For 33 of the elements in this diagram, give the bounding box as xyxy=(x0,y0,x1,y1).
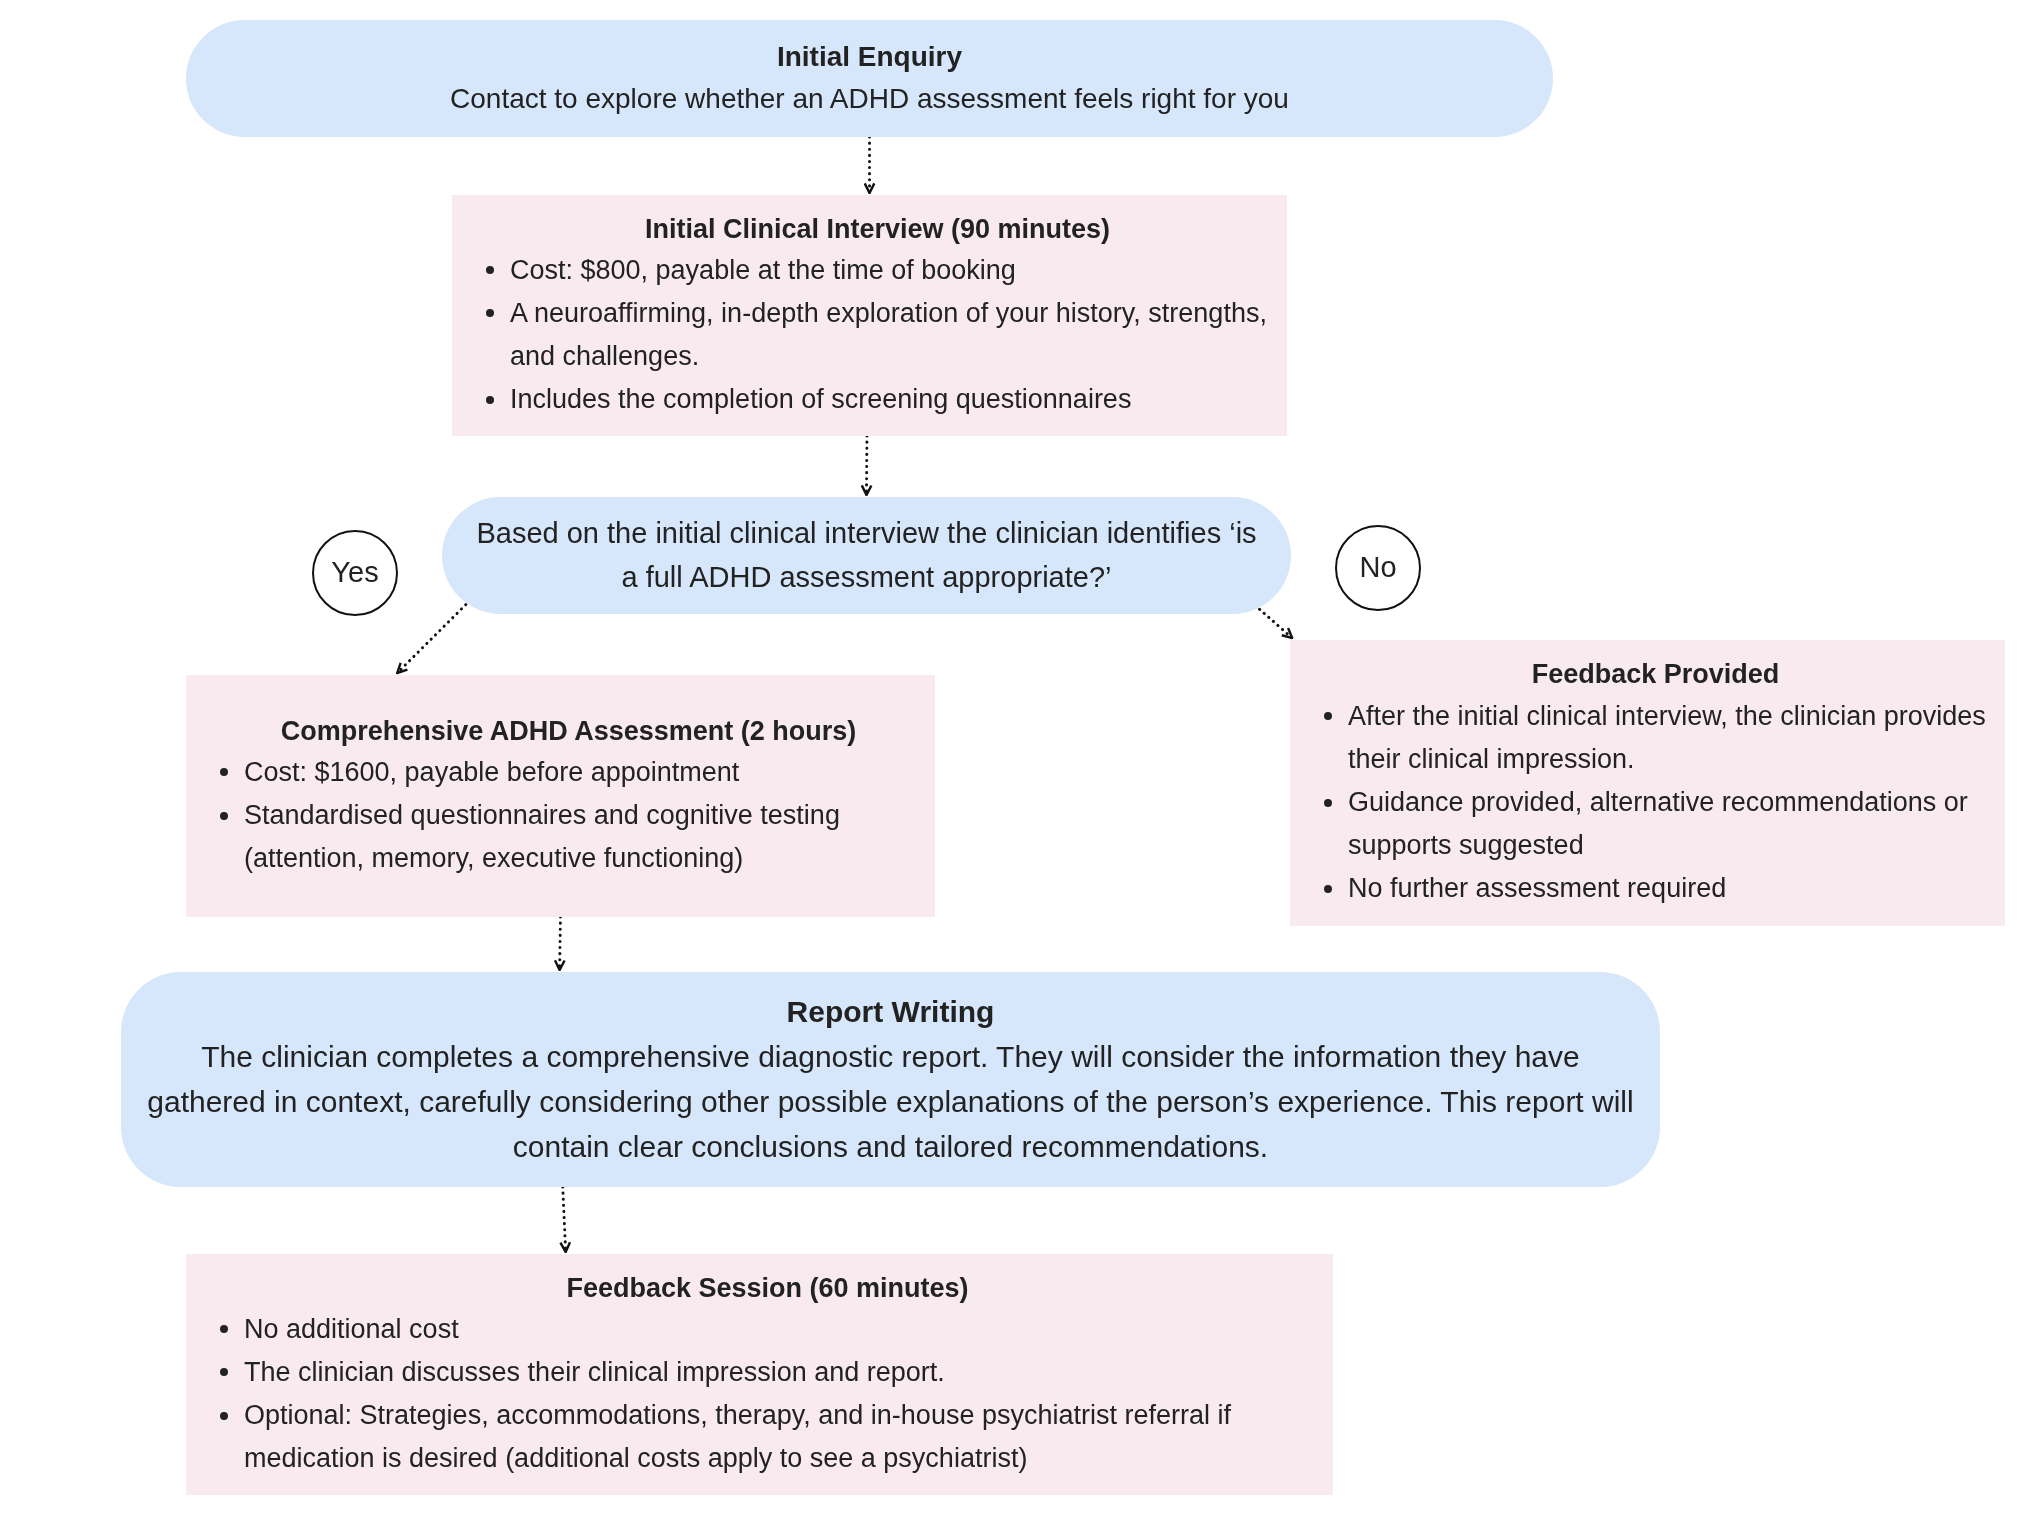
dotted-arrow xyxy=(553,915,566,972)
bullet-point: Cost: $800, payable at the time of booking xyxy=(510,253,1016,287)
bullet-point: No further assessment required xyxy=(1348,872,1727,906)
step-heading: Report Writing xyxy=(786,994,995,1031)
dotted-arrow xyxy=(559,1185,572,1254)
dotted-arrow xyxy=(395,603,468,675)
step-description: Based on the initial clinical interview the clinician identifies ‘is a full ADHD assessment appropriate?’ xyxy=(475,516,1258,595)
dotted-arrow xyxy=(1258,607,1294,640)
step-description: The clinician completes a comprehensive diagnostic report. They will consider the information they have gathered in context, carefully considering other possible explanations of the person’s experience. This report will contain clear conclusions and tailored recommendations. xyxy=(146,1038,1635,1165)
step-heading: Feedback Session (60 minutes) xyxy=(565,1271,970,1305)
bullet-point: Standardised questionnaires and cognitive testing (attention, memory, executive functioning) xyxy=(244,798,841,876)
bullet-point: After the initial clinical interview, the clinician provides their clinical impression. xyxy=(1348,699,1987,776)
bullet-point: The clinician discusses their clinical impression and report. xyxy=(244,1355,945,1389)
step-heading: Initial Clinical Interview (90 minutes) xyxy=(643,212,1112,246)
bullet-point: Optional: Strategies, accommodations, therapy, and in-house psychiatrist referral if medication is desired (additional costs apply to see a psychiatrist) xyxy=(244,1399,1232,1476)
bullet-point: No additional cost xyxy=(244,1312,459,1346)
bullet-point: Includes the completion of screening questionnaires xyxy=(510,383,1132,417)
rounded-step-box xyxy=(121,972,1660,1187)
process-box xyxy=(452,195,1287,436)
bullet-point: Guidance provided, alternative recommendations or supports suggested xyxy=(1348,785,1969,863)
process-box xyxy=(186,1254,1333,1495)
step-heading: Initial Enquiry xyxy=(776,40,963,75)
bullet-point: A neuroaffirming, in-depth exploration of your history, strengths, and challenges. xyxy=(510,296,1268,374)
dotted-arrow xyxy=(863,135,876,195)
step-heading: Comprehensive ADHD Assessment (2 hours) xyxy=(279,714,858,748)
step-heading: Feedback Provided xyxy=(1530,658,1781,692)
dotted-arrow xyxy=(860,434,873,497)
bullet-point: Cost: $1600, payable before appointment xyxy=(244,755,740,789)
answer-label: Yes xyxy=(331,555,379,591)
process-box xyxy=(1290,640,2005,926)
answer-label: No xyxy=(1359,550,1397,586)
process-box xyxy=(186,675,935,917)
step-description: Contact to explore whether an ADHD assessment feels right for you xyxy=(450,81,1289,116)
